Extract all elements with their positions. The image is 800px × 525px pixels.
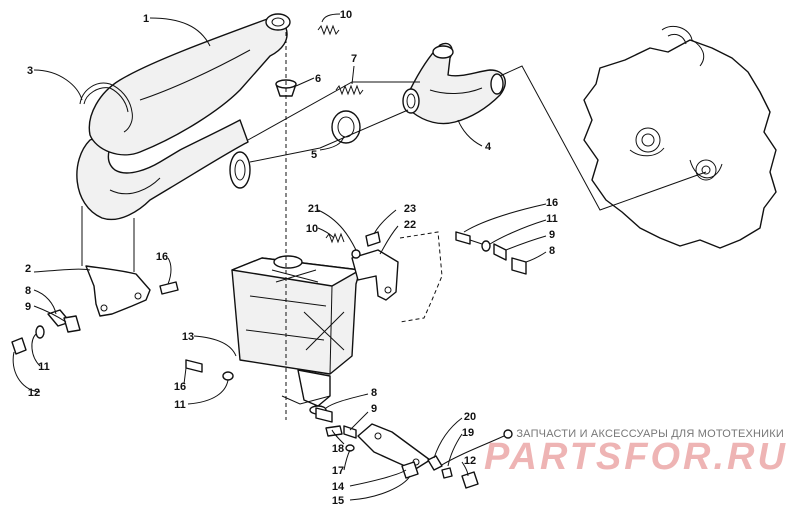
lock-nut-lower [461,471,479,489]
callout-10-top: 10 [340,9,352,21]
callout-16-left: 16 [156,251,168,263]
callout-23: 23 [404,203,416,215]
callout-7: 7 [351,53,357,65]
rivet [351,249,361,259]
callout-16-right: 16 [546,197,558,209]
hardware-bottom [185,359,357,439]
callout-9-right: 9 [549,229,555,241]
exhaust-manifold [402,42,506,125]
bolt-with-washer-plate [365,231,381,247]
exhaust-gasket [331,110,361,144]
callout-8-bottom: 8 [371,387,377,399]
plate-mount-panel [399,231,443,323]
watermark-caption: ЗАПЧАСТИ И АКСЕССУАРЫ ДЛЯ МОТОТЕХНИКИ [516,428,784,440]
plate-mount-bracket [351,249,399,301]
callout-9-left: 9 [25,301,31,313]
bolt-lower [325,425,343,437]
callout-8-right: 8 [549,245,555,257]
callout-leaders [12,13,547,501]
spring-manifold [335,84,364,96]
callout-15: 15 [332,495,344,507]
spring-lower [325,232,345,244]
ground-wire [427,429,513,479]
callout-18: 18 [332,443,344,455]
callout-10-mid: 10 [306,223,318,235]
muffler [231,255,361,415]
callout-2: 2 [25,263,31,275]
callout-11-left: 11 [38,361,50,373]
callout-11-right: 11 [546,213,558,225]
hardware-left [11,281,179,355]
watermark-brand-logo: PARTSFOR.RU [484,436,788,478]
callout-19: 19 [462,427,474,439]
callout-17: 17 [332,465,344,477]
muffler-mount-bracket [85,265,151,317]
callout-14: 14 [332,481,345,493]
callout-8-left: 8 [25,285,31,297]
callout-22: 22 [404,219,416,231]
callout-13: 13 [182,331,194,343]
callout-3: 3 [27,65,33,77]
lower-bracket [357,423,431,471]
spring-upper [317,24,340,36]
callout-5: 5 [311,149,317,161]
callout-20: 20 [464,411,476,423]
expansion-chamber [76,13,291,221]
callout-12-right: 12 [464,455,476,467]
engine-outline [583,25,777,249]
callout-9-bottom: 9 [371,403,377,415]
callout-4: 4 [485,141,492,153]
callout-1: 1 [143,13,149,25]
watermark: ЗАПЧАСТИ И АКСЕССУАРЫ ДЛЯ МОТОТЕХНИКИ PA… [484,428,788,479]
callout-labels: 1 2 3 4 5 6 7 8 8 8 9 9 9 10 10 11 11 11… [25,9,558,507]
callout-21: 21 [308,203,320,215]
callout-11-bottom: 11 [174,399,186,411]
nut-lower [401,461,419,479]
callout-16-bottom: 16 [174,381,186,393]
muffler-strap [79,82,133,133]
callout-12-left: 12 [28,387,40,399]
callout-6: 6 [315,73,321,85]
spacer-stack-right [455,231,527,275]
